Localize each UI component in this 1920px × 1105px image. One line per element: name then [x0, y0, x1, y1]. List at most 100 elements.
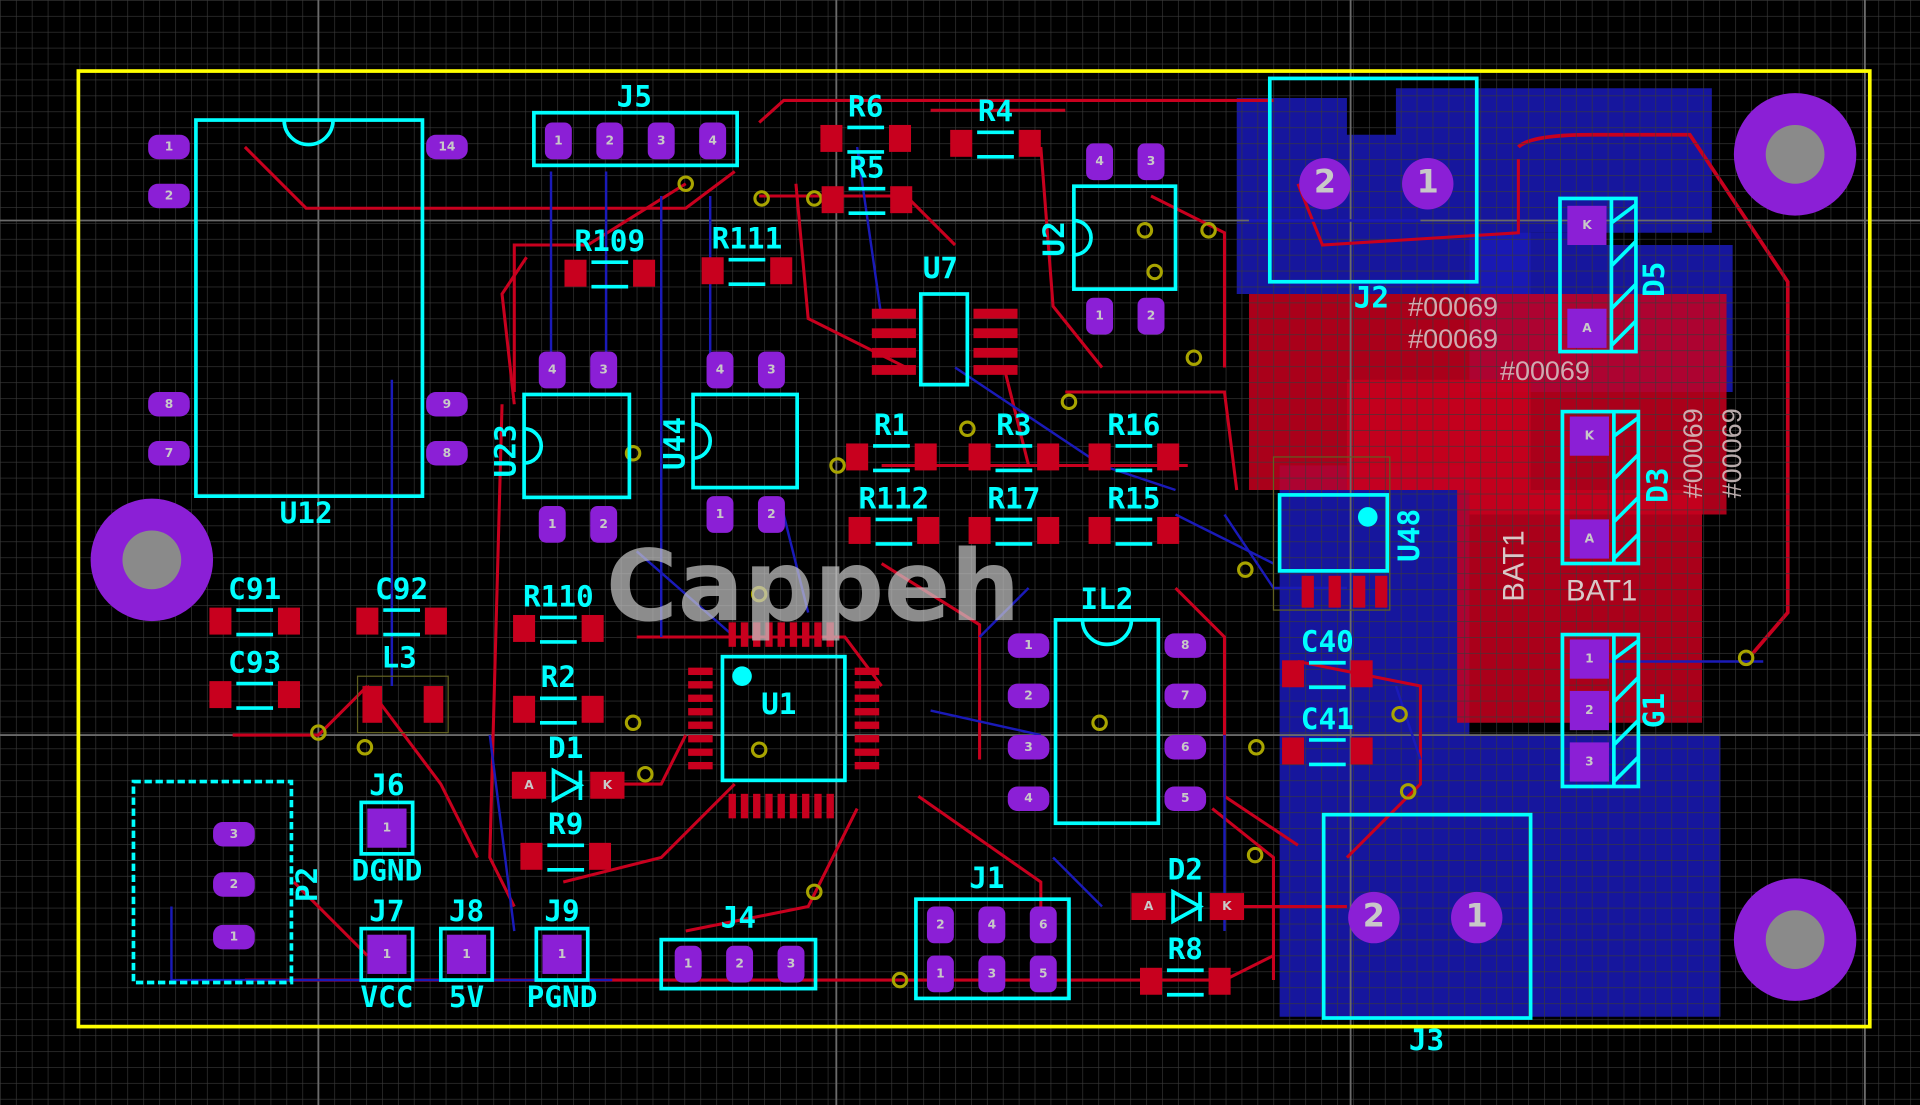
- smd-pad[interactable]: [277, 607, 300, 635]
- pad[interactable]: 1: [542, 934, 582, 974]
- pad[interactable]: 2: [757, 496, 785, 533]
- component-r109[interactable]: R109: [564, 224, 656, 289]
- component-r17[interactable]: R17: [968, 481, 1060, 546]
- smd-pad[interactable]: [424, 607, 447, 635]
- smd-pad[interactable]: [1282, 737, 1305, 765]
- pad[interactable]: 2: [1007, 683, 1050, 709]
- smd-pad[interactable]: [581, 614, 604, 642]
- pad[interactable]: 1: [706, 496, 734, 533]
- component-u7[interactable]: U7: [871, 251, 1018, 387]
- smd-pad[interactable]: [1088, 443, 1111, 471]
- pad[interactable]: 3: [590, 351, 618, 389]
- pad[interactable]: K: [1567, 205, 1607, 246]
- pad[interactable]: 1: [1086, 297, 1114, 335]
- smd-pad[interactable]: [209, 607, 232, 635]
- pad[interactable]: 2: [596, 122, 624, 160]
- smd-pad[interactable]: [821, 186, 844, 214]
- component-r4[interactable]: R4: [950, 94, 1041, 159]
- component-r111[interactable]: R111: [701, 222, 793, 287]
- pad[interactable]: 6: [1164, 735, 1207, 760]
- pad[interactable]: 3: [1137, 143, 1165, 181]
- pad[interactable]: 2: [148, 183, 190, 209]
- smd-pad[interactable]: [917, 516, 940, 544]
- component-r8[interactable]: R8: [1140, 932, 1231, 997]
- pad[interactable]: 4: [706, 351, 734, 389]
- pad[interactable]: A: [1567, 308, 1607, 348]
- pad[interactable]: 7: [148, 441, 190, 466]
- component-r1[interactable]: R1: [846, 408, 937, 473]
- pad[interactable]: 1: [446, 934, 487, 974]
- pad[interactable]: 1: [367, 934, 407, 974]
- smd-pad[interactable]: [846, 443, 869, 471]
- pad[interactable]: 2: [726, 945, 754, 983]
- smd-pad[interactable]: [356, 607, 379, 635]
- pad[interactable]: 2: [1348, 891, 1400, 944]
- pad[interactable]: 4: [699, 122, 727, 160]
- pad[interactable]: K: [1209, 893, 1245, 921]
- pad[interactable]: 3: [647, 122, 675, 160]
- pad[interactable]: 1: [1402, 158, 1454, 210]
- pad[interactable]: 8: [426, 441, 468, 466]
- component-r110[interactable]: R110: [513, 579, 604, 644]
- pad[interactable]: 4: [538, 351, 566, 389]
- pad[interactable]: 1: [1007, 633, 1050, 658]
- pad[interactable]: 5: [1029, 955, 1057, 993]
- component-u48[interactable]: U48: [1272, 456, 1426, 611]
- pad[interactable]: 3: [1569, 742, 1609, 782]
- smd-pad[interactable]: [890, 186, 913, 214]
- smd-pad[interactable]: [588, 842, 612, 870]
- smd-pad[interactable]: [1018, 129, 1041, 157]
- smd-pad[interactable]: [968, 443, 991, 471]
- pad[interactable]: 9: [426, 392, 468, 417]
- pad[interactable]: 14: [426, 134, 468, 160]
- component-r5[interactable]: R5: [821, 151, 913, 215]
- smd-pad[interactable]: [277, 681, 300, 709]
- component-r16[interactable]: R16: [1088, 408, 1180, 473]
- component-c41[interactable]: C41: [1282, 702, 1373, 767]
- pad[interactable]: K: [1569, 416, 1609, 456]
- pad[interactable]: 3: [757, 351, 785, 389]
- component-r3[interactable]: R3: [968, 408, 1060, 473]
- pad[interactable]: 1: [538, 505, 566, 543]
- smd-pad[interactable]: [950, 129, 973, 157]
- pad[interactable]: 6: [1029, 906, 1057, 944]
- pad[interactable]: 5: [1164, 786, 1207, 811]
- smd-pad[interactable]: [1037, 443, 1060, 471]
- smd-pad[interactable]: [820, 124, 843, 152]
- pad[interactable]: 2: [1137, 297, 1165, 335]
- smd-pad[interactable]: [513, 614, 536, 642]
- smd-pad[interactable]: [701, 257, 724, 285]
- pad[interactable]: 4: [978, 906, 1006, 944]
- pad[interactable]: 7: [1164, 683, 1207, 709]
- smd-pad[interactable]: [848, 516, 871, 544]
- pad[interactable]: A: [1131, 893, 1166, 921]
- smd-pad[interactable]: [1037, 516, 1060, 544]
- component-r15[interactable]: R15: [1088, 481, 1180, 546]
- component-c93[interactable]: C93: [209, 645, 300, 710]
- component-c91[interactable]: C91: [209, 572, 300, 637]
- pad[interactable]: 2: [1569, 690, 1609, 731]
- pad[interactable]: 1: [367, 808, 407, 848]
- smd-pad[interactable]: [1088, 516, 1111, 544]
- smd-pad[interactable]: [968, 516, 991, 544]
- pad[interactable]: 2: [1299, 158, 1351, 210]
- pad[interactable]: 1: [1569, 639, 1609, 679]
